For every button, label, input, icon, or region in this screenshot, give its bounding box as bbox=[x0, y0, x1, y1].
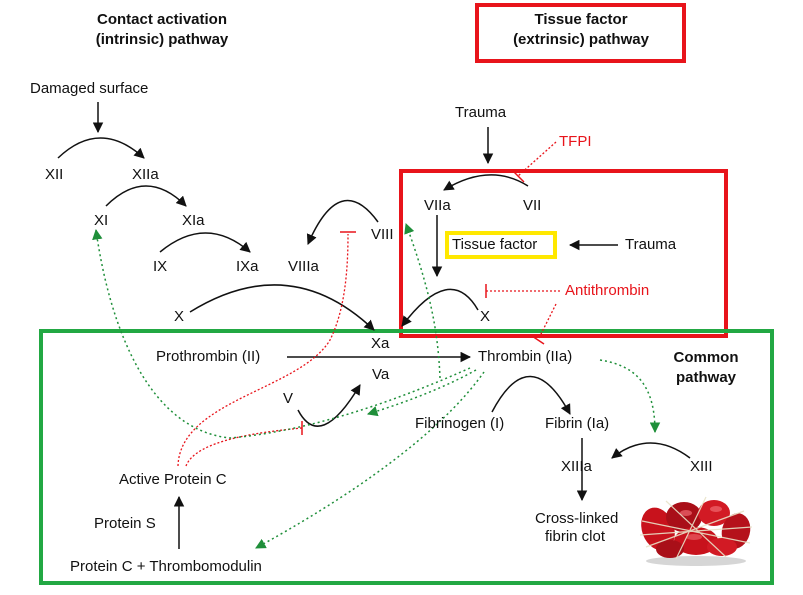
label-trauma-top: Trauma bbox=[455, 104, 507, 121]
inhibit-protein-c-va bbox=[185, 427, 303, 467]
label-tfpi: TFPI bbox=[559, 133, 592, 150]
label-fibrin: Fibrin (Ia) bbox=[545, 415, 610, 432]
intrinsic-title-line2: (intrinsic) pathway bbox=[95, 31, 229, 48]
label-v: V bbox=[283, 390, 294, 407]
label-protein-s: Protein S bbox=[94, 515, 156, 532]
label-xiia: XIIa bbox=[132, 166, 159, 183]
inhibit-tfpi-bar bbox=[511, 169, 525, 183]
inhibit-tfpi bbox=[517, 141, 557, 177]
arrow-vii-to-viia bbox=[443, 174, 529, 191]
label-ix: IX bbox=[153, 258, 168, 275]
feedback-thrombin-to-xiii bbox=[599, 359, 661, 434]
label-viiia: VIIIa bbox=[288, 258, 319, 275]
label-clot-line1: Cross-linked bbox=[535, 510, 619, 527]
common-title-line1: Common bbox=[673, 349, 739, 366]
arrow-viii-to-viiia bbox=[306, 199, 379, 245]
arrow-x-to-xa bbox=[189, 284, 375, 331]
common-pathway-box bbox=[39, 329, 774, 585]
label-clot-line2: fibrin clot bbox=[545, 528, 606, 545]
extrinsic-title-box bbox=[475, 3, 686, 63]
label-antithrombin: Antithrombin bbox=[565, 282, 650, 299]
label-xiiia: XIIIa bbox=[561, 458, 592, 475]
label-xi: XI bbox=[94, 212, 109, 229]
label-x-left: X bbox=[174, 308, 185, 325]
label-protein-c-thrombomodulin: Protein C + Thrombomodulin bbox=[70, 558, 262, 575]
extrinsic-title-line1: Tissue factor bbox=[534, 11, 628, 28]
arrow-v-to-va bbox=[297, 384, 361, 427]
inhibit-protein-c-viiia bbox=[177, 233, 349, 467]
label-va: Va bbox=[372, 366, 390, 383]
label-thrombin: Thrombin (IIa) bbox=[478, 348, 573, 365]
label-prothrombin: Prothrombin (II) bbox=[156, 348, 261, 365]
arrow-ix-to-ixa bbox=[159, 232, 251, 253]
label-active-protein-c: Active Protein C bbox=[119, 471, 227, 488]
label-x-right: X bbox=[480, 308, 491, 325]
feedback-thrombin-to-viii bbox=[404, 223, 441, 379]
inhibit-antithrombin-thrombin-bar bbox=[531, 335, 545, 345]
label-viii: VIII bbox=[371, 226, 394, 243]
label-xiii: XIII bbox=[690, 458, 713, 475]
label-trauma-right: Trauma bbox=[625, 236, 677, 253]
arrow-x-to-xa-extrinsic bbox=[401, 288, 479, 327]
extrinsic-title-line2: (extrinsic) pathway bbox=[513, 31, 649, 48]
label-ixa: IXa bbox=[236, 258, 259, 275]
intrinsic-title-line1: Contact activation bbox=[96, 11, 228, 28]
label-xa: Xa bbox=[371, 335, 390, 352]
intrinsic-pathway-title: Contact activation (intrinsic) pathway bbox=[62, 10, 262, 50]
arrow-fibrinogen-to-fibrin bbox=[491, 375, 571, 415]
tissue-factor-box bbox=[445, 231, 557, 259]
arrow-xii-to-xiia bbox=[57, 137, 145, 159]
feedback-thrombin-to-v bbox=[366, 369, 477, 417]
extrinsic-pathway-box bbox=[399, 169, 728, 338]
extrinsic-pathway-title: Tissue factor (extrinsic) pathway bbox=[482, 10, 680, 50]
label-damaged-surface: Damaged surface bbox=[30, 80, 149, 97]
common-pathway-title: Common pathway bbox=[656, 348, 756, 388]
arrow-xiii-to-xiiia bbox=[611, 442, 691, 459]
feedback-thrombin-to-xi bbox=[92, 228, 471, 439]
label-tissue-factor: Tissue factor bbox=[452, 236, 538, 253]
label-vii: VII bbox=[523, 197, 542, 214]
arrow-xi-to-xia bbox=[105, 185, 187, 207]
label-xii: XII bbox=[45, 166, 64, 183]
inhibit-antithrombin-thrombin bbox=[537, 303, 557, 341]
label-xia: XIa bbox=[182, 212, 205, 229]
common-title-line2: pathway bbox=[675, 369, 736, 386]
label-fibrinogen: Fibrinogen (I) bbox=[415, 415, 505, 432]
label-viia: VIIa bbox=[424, 197, 451, 214]
blood-clot-icon bbox=[639, 496, 753, 566]
